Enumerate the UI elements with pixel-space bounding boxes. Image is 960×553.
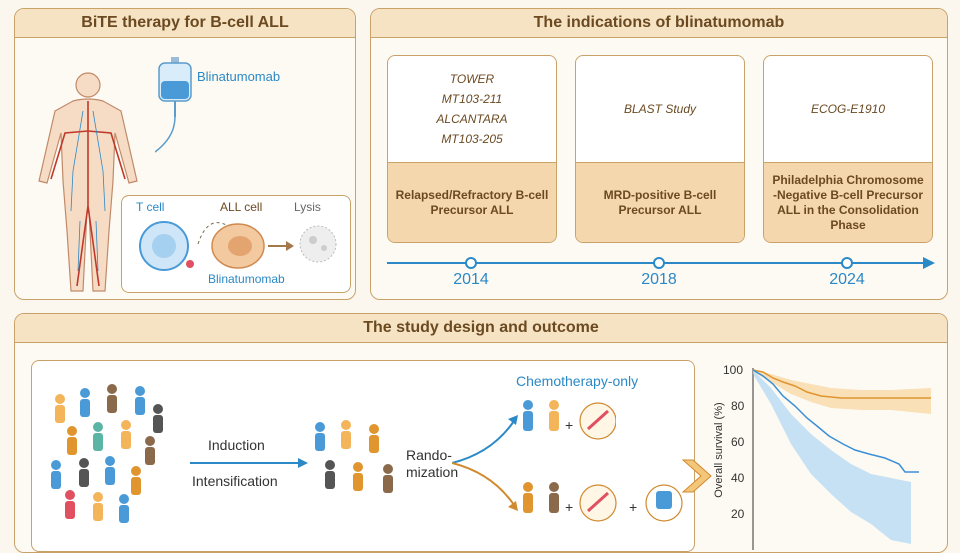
timeline-axis bbox=[387, 257, 935, 269]
patient-group-illustration bbox=[315, 420, 393, 493]
y-tick-label: 100 bbox=[723, 363, 744, 377]
t-cell-label: T cell bbox=[136, 200, 165, 214]
year-label-2014: 2014 bbox=[453, 271, 489, 288]
induction-label: Induction bbox=[208, 437, 265, 453]
y-tick-label: 60 bbox=[731, 435, 745, 449]
plus-sign: + bbox=[629, 499, 638, 515]
study-name: TOWER bbox=[449, 72, 495, 86]
study-name: BLAST Study bbox=[623, 102, 697, 116]
plus-sign: + bbox=[565, 499, 574, 515]
randomization-arrows bbox=[452, 415, 518, 511]
indication-card-2014: TOWER MT103-211 ALCANTARA MT103-205 Rela… bbox=[387, 55, 557, 243]
induction-arrow bbox=[190, 458, 308, 468]
intensification-label: Intensification bbox=[192, 473, 278, 489]
study-panel: The study design and outcome Induction bbox=[14, 313, 948, 553]
plus-sign: + bbox=[565, 417, 574, 433]
chemotherapy-only-label: Chemotherapy-only bbox=[516, 373, 639, 389]
y-tick-label: 20 bbox=[731, 507, 745, 521]
y-tick-label: 40 bbox=[731, 471, 745, 485]
indication-text: Relapsed/Refractory B-cell Precursor ALL bbox=[388, 162, 556, 242]
study-list: BLAST Study bbox=[576, 56, 744, 162]
indications-panel: The indications of blinatumomab TOWER MT… bbox=[370, 8, 948, 300]
indication-text: MRD-positive B-cell Precursor ALL bbox=[576, 162, 744, 242]
blinatumomab-bottom-label: Blinatumomab bbox=[208, 272, 285, 286]
study-name: MT103-211 bbox=[441, 92, 503, 106]
all-cell-label: ALL cell bbox=[220, 200, 263, 214]
chemo-arm-illustration bbox=[523, 400, 616, 440]
indication-card-2018: BLAST Study MRD-positive B-cell Precurso… bbox=[575, 55, 745, 243]
blinatumomab-arm-illustration bbox=[523, 482, 683, 522]
study-panel-title: The study design and outcome bbox=[15, 314, 947, 343]
study-name: ECOG-E1910 bbox=[810, 102, 886, 116]
study-design-box: Induction Intensification Rando- mizatio… bbox=[31, 360, 695, 552]
overall-survival-chart: Overall survival (%) 100 80 60 40 20 bbox=[705, 354, 941, 550]
chevron-right-icon bbox=[681, 459, 712, 493]
cell-interaction-illustration bbox=[139, 221, 337, 271]
year-label-2018: 2018 bbox=[641, 271, 677, 288]
indication-card-2024: ECOG-E1910 Philadelphia Chromosome -Nega… bbox=[763, 55, 933, 243]
study-name: MT103-205 bbox=[441, 132, 503, 146]
bite-panel: BiTE therapy for B-cell ALL Blinatumomab… bbox=[14, 8, 356, 300]
y-tick-label: 80 bbox=[731, 399, 745, 413]
randomization-label: Rando- mization bbox=[406, 447, 459, 480]
study-list: TOWER MT103-211 ALCANTARA MT103-205 bbox=[388, 56, 556, 162]
bite-panel-title: BiTE therapy for B-cell ALL bbox=[15, 9, 355, 38]
study-list: ECOG-E1910 bbox=[764, 56, 932, 162]
indication-text: Philadelphia Chromosome -Negative B-cell… bbox=[764, 162, 932, 242]
y-axis-label: Overall survival (%) bbox=[713, 402, 725, 498]
year-label-2024: 2024 bbox=[829, 271, 865, 288]
indications-panel-title: The indications of blinatumomab bbox=[371, 9, 947, 38]
survival-curves bbox=[752, 368, 931, 550]
blinatumomab-drug-label: Blinatumomab bbox=[197, 69, 281, 84]
patient-crowd-illustration bbox=[51, 384, 163, 523]
cell-lysis-inset: T cell ALL cell Lysis Blinatumomab bbox=[121, 195, 351, 293]
lysis-label: Lysis bbox=[294, 200, 321, 214]
human-body-illustration bbox=[38, 72, 138, 292]
study-name: ALCANTARA bbox=[436, 112, 508, 126]
iv-bag-icon bbox=[155, 57, 192, 153]
